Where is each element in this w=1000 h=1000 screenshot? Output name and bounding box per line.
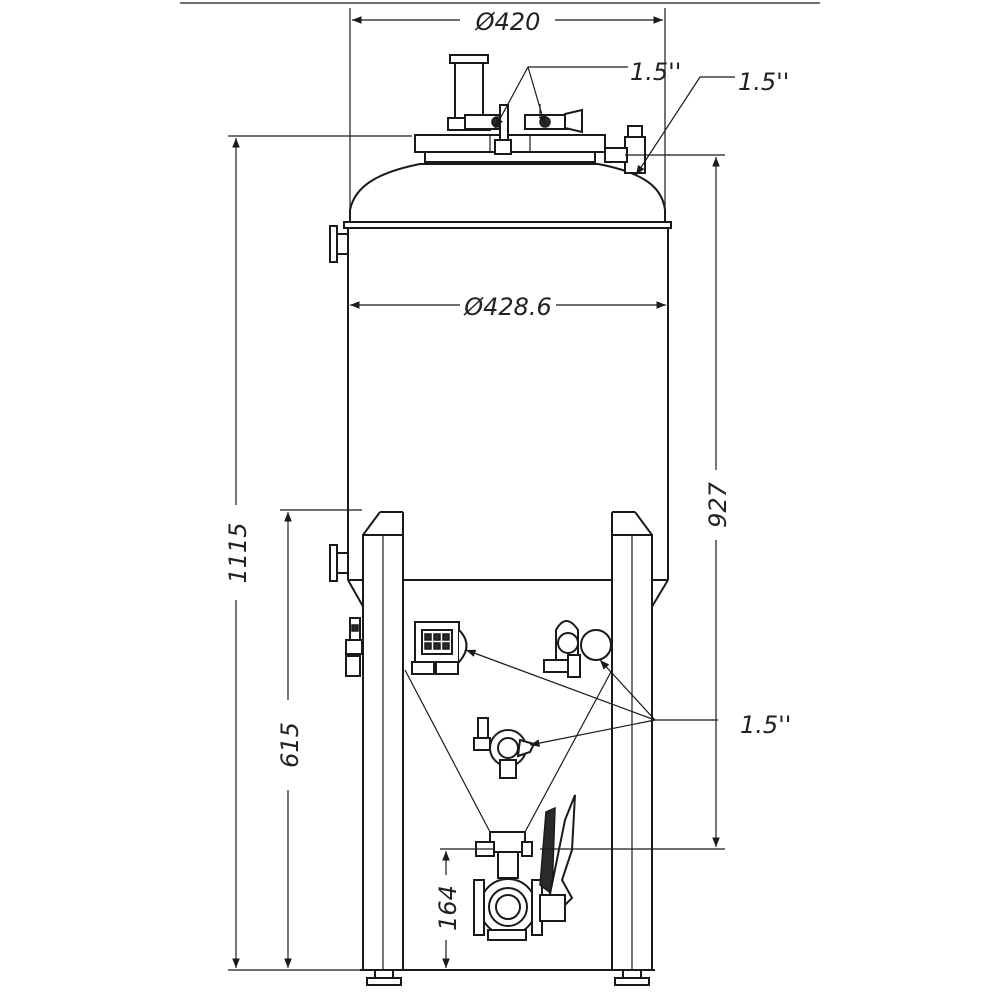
- body-diameter-label: Ø428.6: [463, 293, 552, 321]
- leg-left: [362, 511, 404, 986]
- cone-side-valve: [345, 617, 363, 677]
- cone-thermowell-fitting: [543, 620, 612, 678]
- body-diameter-dimension: Ø428.6: [350, 293, 666, 321]
- total-height-dimension: 1115: [224, 135, 412, 971]
- cone-mid-valve: [473, 717, 536, 779]
- lid-port-callout: 1.5'': [494, 58, 681, 129]
- side-fitting-top: [604, 125, 670, 174]
- cone-port-callout: 1.5'': [465, 649, 791, 747]
- cone-port-label: 1.5'': [740, 711, 791, 739]
- top-diameter-label: Ø420: [475, 8, 541, 36]
- body-height-dimension: 927: [540, 154, 732, 850]
- bottom-outlet: [475, 831, 533, 879]
- body-port-upper: [329, 225, 349, 263]
- side-port-callout: 1.5'': [635, 68, 789, 176]
- leg-right: [611, 511, 653, 986]
- tank-dome: [343, 163, 672, 229]
- top-diameter-dimension: Ø420: [349, 8, 666, 210]
- side-port-label: 1.5'': [738, 68, 789, 96]
- cone-sample-valve: [411, 621, 468, 675]
- lid-port-label: 1.5'': [630, 58, 681, 86]
- tank-body: [347, 228, 669, 581]
- total-height-label: 1115: [224, 522, 252, 583]
- outlet-height-label: 164: [434, 885, 462, 931]
- butterfly-valve: [473, 794, 576, 941]
- outlet-height-dimension: 164: [434, 848, 495, 968]
- body-height-label: 927: [704, 481, 732, 528]
- lid-fitting-right: [524, 104, 583, 134]
- cone-height-dimension: 615: [276, 509, 362, 968]
- body-port-lower: [329, 544, 349, 582]
- cone-height-label: 615: [276, 722, 304, 768]
